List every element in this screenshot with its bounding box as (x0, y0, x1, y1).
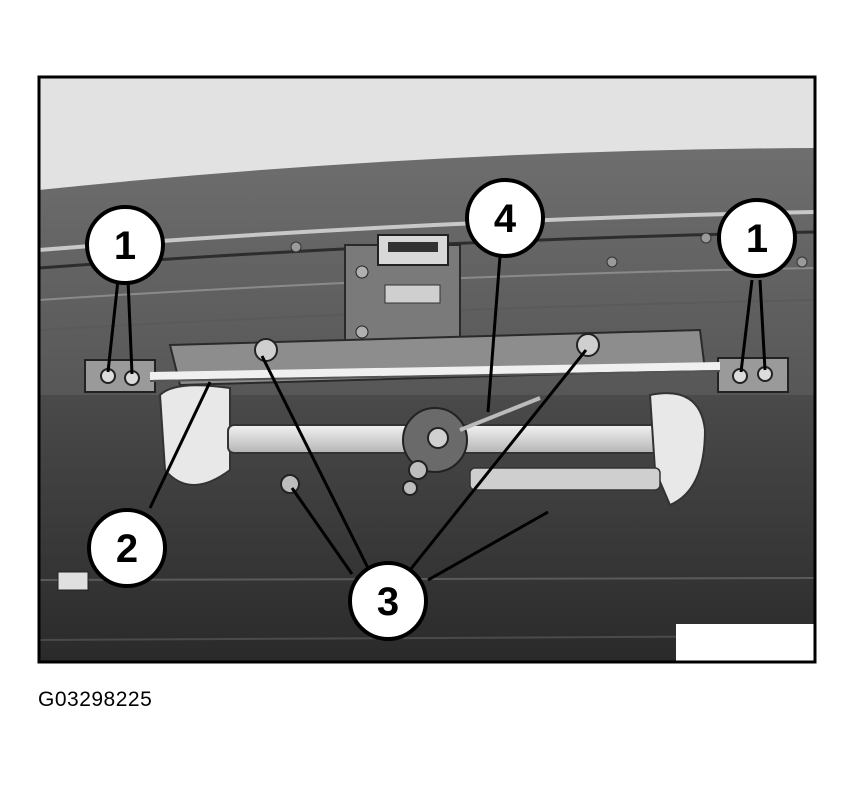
nut-icon (254, 338, 278, 362)
nut-icon (576, 333, 600, 357)
photo-frame (37, 75, 817, 664)
callout-label: 3 (377, 580, 399, 624)
callout-label: 4 (494, 197, 517, 241)
callout-label: 1 (114, 224, 136, 268)
leader-lines (106, 255, 767, 582)
nut-icon (280, 474, 300, 494)
callout-1-left: 1 (85, 205, 165, 285)
callout-label: 1 (746, 217, 768, 261)
callout-2: 2 (87, 508, 167, 588)
diagram-figure: 1 1 2 3 4 (37, 75, 817, 664)
handle-right-end (648, 392, 707, 507)
callout-label: 2 (116, 527, 138, 571)
photo-illustration: 1 1 2 3 4 (37, 75, 817, 664)
figure-id: G03298225 (38, 688, 153, 711)
label-box (676, 624, 815, 662)
callout-3: 3 (348, 561, 428, 641)
handle-rod (149, 362, 721, 380)
handle-left-end (158, 384, 231, 486)
callout-1-right: 1 (717, 198, 797, 278)
callout-4: 4 (465, 178, 545, 258)
